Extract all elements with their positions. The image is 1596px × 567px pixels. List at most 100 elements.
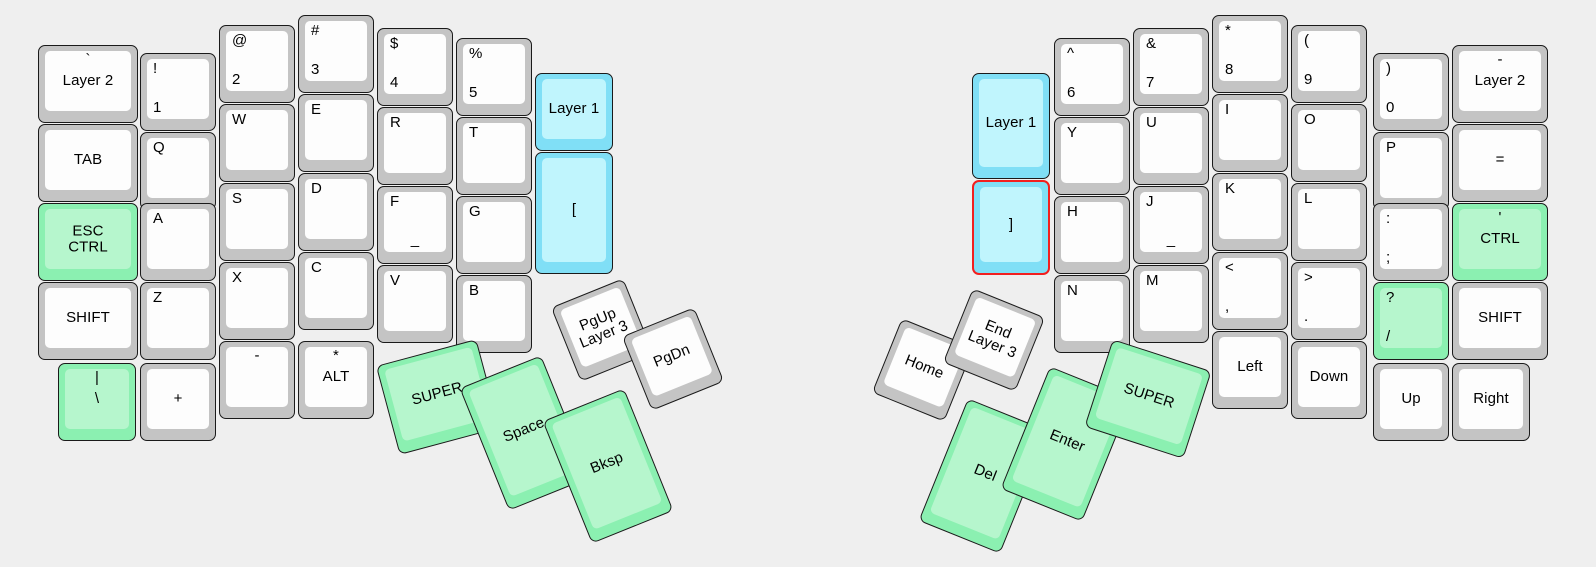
key-l-in3-r2[interactable]: T <box>456 117 532 195</box>
keycap-face: Z <box>147 288 209 348</box>
key-r-in2-r2[interactable]: U <box>1133 107 1209 185</box>
keycap-face: SHIFT <box>1459 288 1541 348</box>
key-legend-center: Layer 1 <box>548 100 600 118</box>
key-r-mid-r3[interactable]: L <box>1291 183 1367 261</box>
key-r-thumb-col2[interactable]: ] <box>972 180 1050 275</box>
key-legend-center: ALT <box>322 368 350 386</box>
key-r-thumb-col1[interactable]: Layer 1 <box>972 73 1050 179</box>
keycap-face: J_ <box>1140 192 1202 252</box>
key-legend-top: | <box>95 369 99 386</box>
key-l-index-r4[interactable]: C <box>298 252 374 330</box>
keycap-face: #3 <box>305 21 367 81</box>
key-l-in2-r1[interactable]: $4 <box>377 28 453 106</box>
key-r-in3-r2[interactable]: Y <box>1054 117 1130 195</box>
key-legend-center: Left <box>1237 358 1263 376</box>
key-l-mid-r4[interactable]: X <box>219 262 295 340</box>
key-legend-top: ' <box>1498 209 1502 226</box>
key-l-pinky-r1[interactable]: `Layer 2 <box>38 45 138 123</box>
key-legend-bottom: _ <box>1166 231 1176 249</box>
key-r-in2-r1[interactable]: &7 <box>1133 28 1209 106</box>
keycap-face: 'CTRL <box>1459 209 1541 269</box>
key-l-mid-r1[interactable]: @2 <box>219 25 295 103</box>
key-r-index-r3[interactable]: K <box>1212 173 1288 251</box>
key-l-ring2-r1[interactable]: !1 <box>140 53 216 131</box>
keycap-face: SUPER <box>1094 347 1204 446</box>
key-l-ring2-r2[interactable]: Q <box>140 132 216 210</box>
key-legend-top: O <box>1304 111 1316 128</box>
keycap-face: Layer 1 <box>979 79 1043 167</box>
key-r-pinky-r5[interactable]: Right <box>1452 363 1530 441</box>
keycap-face: H <box>1061 202 1123 262</box>
key-l-pinky-r4[interactable]: SHIFT <box>38 282 138 360</box>
keycap-face: X <box>226 268 288 328</box>
key-l-mid-r5[interactable]: - <box>219 341 295 419</box>
key-l-in2-r2[interactable]: R <box>377 107 453 185</box>
key-l-index-r1[interactable]: #3 <box>298 15 374 93</box>
key-l-ring2-r5[interactable]: + <box>140 363 216 441</box>
key-legend-top: L <box>1304 190 1313 207</box>
key-legend-top: W <box>232 111 247 128</box>
keycap-face: |\ <box>65 369 129 429</box>
key-r-index-r1[interactable]: *8 <box>1212 15 1288 93</box>
key-r-index-r4[interactable]: <, <box>1212 252 1288 330</box>
key-r-index-r5[interactable]: Left <box>1212 331 1288 409</box>
key-l-in2-r4[interactable]: V <box>377 265 453 343</box>
key-r-ring-r2[interactable]: P <box>1373 132 1449 210</box>
key-r-mid-r2[interactable]: O <box>1291 104 1367 182</box>
key-l-ring2-r3[interactable]: A <box>140 203 216 281</box>
key-r-mid-r4[interactable]: >. <box>1291 262 1367 340</box>
key-r-in2-r4[interactable]: M <box>1133 265 1209 343</box>
key-l-index-r3[interactable]: D <box>298 173 374 251</box>
key-legend-top: $ <box>390 35 399 52</box>
key-r-ring-r4[interactable]: ?/ <box>1373 282 1449 360</box>
keycap-face: <, <box>1219 258 1281 318</box>
key-r-in2-r3[interactable]: J_ <box>1133 186 1209 264</box>
key-l-pinky-r3[interactable]: ESC CTRL <box>38 203 138 281</box>
key-l-index-r5[interactable]: *ALT <box>298 341 374 419</box>
key-r-ring-r3[interactable]: :; <box>1373 203 1449 281</box>
key-r-mid-r5[interactable]: Down <box>1291 341 1367 419</box>
keycap-face: T <box>463 123 525 183</box>
keycap-face: + <box>147 369 209 429</box>
key-l-index-r2[interactable]: E <box>298 94 374 172</box>
key-l-pinky-r5[interactable]: |\ <box>58 363 136 441</box>
key-r-pinky-r3[interactable]: 'CTRL <box>1452 203 1548 281</box>
key-r-in3-r3[interactable]: H <box>1054 196 1130 274</box>
key-r-pinky-r4[interactable]: SHIFT <box>1452 282 1548 360</box>
key-l-ring2-r4[interactable]: Z <box>140 282 216 360</box>
key-l-mid-r3[interactable]: S <box>219 183 295 261</box>
key-legend-top: > <box>1304 269 1313 286</box>
key-l-in2-r3[interactable]: F_ <box>377 186 453 264</box>
key-legend-center: SHIFT <box>1478 309 1522 327</box>
key-l-mid-r2[interactable]: W <box>219 104 295 182</box>
key-legend-top: F <box>390 193 400 210</box>
key-legend-top: # <box>311 22 320 39</box>
key-legend-top: ) <box>1386 60 1392 77</box>
keycap-face: $4 <box>384 34 446 94</box>
key-l-pinky-r2[interactable]: TAB <box>38 124 138 202</box>
key-r-ring-r1[interactable]: )0 <box>1373 53 1449 131</box>
key-l-in3-r3[interactable]: G <box>456 196 532 274</box>
keycap-face: *8 <box>1219 21 1281 81</box>
keycap-face: U <box>1140 113 1202 173</box>
key-legend-top: V <box>390 272 401 289</box>
key-r-pinky-r1[interactable]: -Layer 2 <box>1452 45 1548 123</box>
key-l-thumb-col2[interactable]: [ <box>535 152 613 274</box>
keycap-face: ] <box>980 187 1042 262</box>
keycap-face: :; <box>1380 209 1442 269</box>
keycap-face: `Layer 2 <box>45 51 131 111</box>
key-r-pinky-r2[interactable]: = <box>1452 124 1548 202</box>
keycap-face: R <box>384 113 446 173</box>
key-r-ring-r5[interactable]: Up <box>1373 363 1449 441</box>
keycap-face: I <box>1219 100 1281 160</box>
key-r-index-r2[interactable]: I <box>1212 94 1288 172</box>
keycap-face: D <box>305 179 367 239</box>
keycap-face: - <box>226 347 288 407</box>
key-r-mid-r1[interactable]: (9 <box>1291 25 1367 103</box>
key-l-in3-r1[interactable]: %5 <box>456 38 532 116</box>
key-legend-center: Bksp <box>587 448 626 478</box>
key-legend-top: % <box>469 45 483 62</box>
key-legend-bottom: ; <box>1386 249 1391 267</box>
key-l-thumb-col1[interactable]: Layer 1 <box>535 73 613 151</box>
key-r-in3-r1[interactable]: ^6 <box>1054 38 1130 116</box>
